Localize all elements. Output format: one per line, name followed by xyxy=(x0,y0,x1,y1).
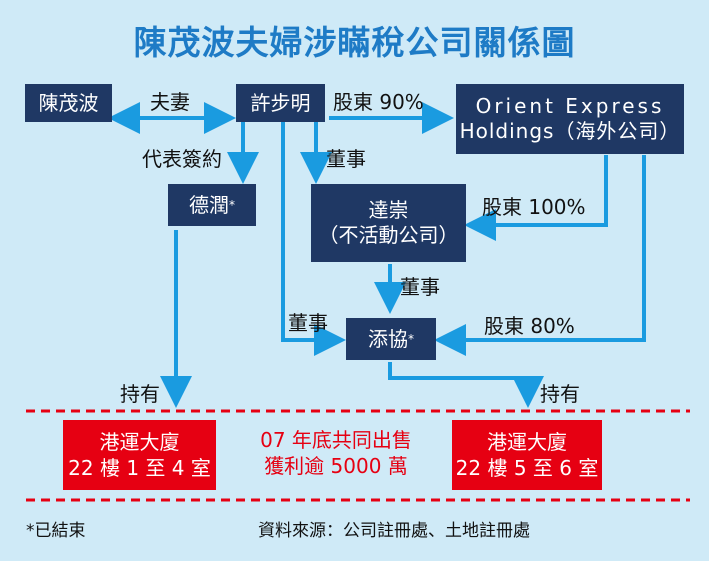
diagram-title: 陳茂波夫婦涉瞞稅公司關係圖 xyxy=(133,23,576,62)
node-tat-sung: 達崇 （不活動公司） xyxy=(311,184,466,262)
label-director-1: 董事 xyxy=(326,147,366,171)
shareholder-80-connector xyxy=(434,155,646,356)
node-tim-hip: 添協* xyxy=(346,318,436,360)
node-hui-po-ming: 許步明 xyxy=(236,84,325,122)
property-left-line2: 22 樓 1 至 4 室 xyxy=(68,456,211,480)
node-tim-hip-asterisk: * xyxy=(408,331,414,346)
label-director-3: 董事 xyxy=(288,311,328,335)
node-tat-sung-line1: 達崇 xyxy=(368,198,409,222)
property-right: 港運大廈 22 樓 5 至 6 室 xyxy=(452,420,602,490)
node-tim-hip-label: 添協 xyxy=(368,326,408,351)
label-shareholder-90: 股東 90% xyxy=(333,90,424,114)
sale-note-line2: 獲利逾 5000 萬 xyxy=(264,454,408,478)
label-hold-right: 持有 xyxy=(540,382,580,406)
node-chan-mo-po-label: 陳茂波 xyxy=(38,90,99,115)
node-hui-po-ming-label: 許步明 xyxy=(250,90,311,115)
property-left-line1: 港運大廈 xyxy=(99,430,180,454)
node-orient-express-line1: Orient Express xyxy=(475,94,665,118)
director-connector-3 xyxy=(281,122,346,356)
property-right-line1: 港運大廈 xyxy=(487,430,567,454)
node-tak-yun-asterisk: * xyxy=(229,197,235,212)
node-chan-mo-po: 陳茂波 xyxy=(25,84,112,122)
node-tak-yun-label: 德潤 xyxy=(189,192,229,217)
sale-note-line1: 07 年底共同出售 xyxy=(260,428,412,452)
label-director-2: 董事 xyxy=(400,275,440,299)
label-shareholder-100: 股東 100% xyxy=(482,195,586,219)
label-spouse: 夫妻 xyxy=(150,90,190,114)
node-tak-yun: 德潤* xyxy=(168,184,256,226)
property-right-line2: 22 樓 5 至 6 室 xyxy=(455,456,599,480)
label-signing: 代表簽約 xyxy=(142,147,222,171)
node-orient-express: Orient Express Holdings（海外公司） xyxy=(456,84,684,154)
hold-right-connector xyxy=(388,362,544,408)
label-shareholder-80: 股東 80% xyxy=(484,314,575,338)
label-hold-left: 持有 xyxy=(120,382,160,406)
footnote: *已結束 xyxy=(26,521,86,541)
sale-note: 07 年底共同出售 獲利逾 5000 萬 xyxy=(238,427,434,479)
source-note: 資料來源：公司註冊處、土地註冊處 xyxy=(258,521,530,541)
node-tat-sung-line2: （不活動公司） xyxy=(318,223,459,247)
shareholder-100-connector xyxy=(464,155,608,241)
node-orient-express-line2: Holdings（海外公司） xyxy=(459,119,681,143)
property-left: 港運大廈 22 樓 1 至 4 室 xyxy=(63,420,216,490)
